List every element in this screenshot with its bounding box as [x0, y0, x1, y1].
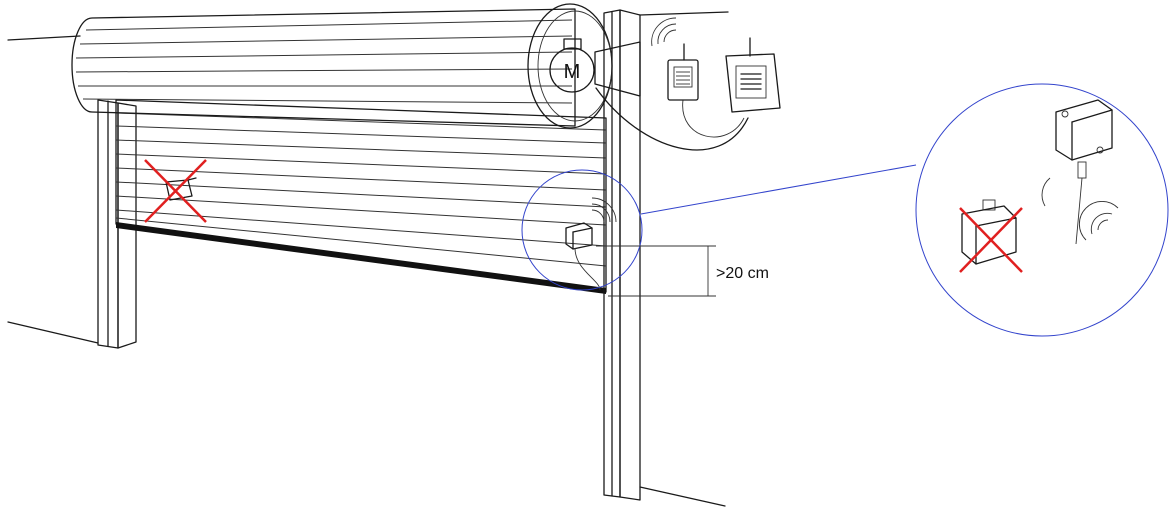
transmitter-cable	[682, 99, 745, 138]
wall-outline	[7, 11, 729, 507]
magnifier-connector	[640, 164, 917, 215]
left-door-frame	[97, 99, 137, 349]
motor-top-tab	[563, 38, 582, 50]
sensor-correct-position	[565, 222, 601, 291]
detail-red-x-icon	[959, 207, 1023, 273]
magnifier-circle-small	[521, 169, 643, 291]
small-radio-module	[667, 43, 699, 101]
motor-unit: M	[549, 38, 641, 97]
detail-sensor-wrong	[961, 199, 1017, 265]
magnified-detail	[915, 83, 1169, 337]
detail-sensor-correct	[1055, 99, 1113, 245]
radio-receiver-box	[725, 37, 781, 113]
distance-dimension	[596, 245, 716, 297]
motor-cable	[595, 87, 749, 151]
roller-shutter-curtain	[115, 99, 607, 293]
sensor-signal-waves-icon	[591, 197, 617, 223]
shutter-bottom-bar	[116, 222, 606, 294]
sensor-wrong-position	[165, 177, 197, 201]
detail-signal-waves-icon	[1041, 177, 1119, 241]
signal-waves-icon	[651, 17, 677, 47]
motor-label: M	[564, 61, 581, 83]
right-door-post	[603, 9, 641, 501]
red-x-icon	[144, 159, 207, 223]
distance-label: >20 cm	[716, 265, 769, 282]
motor-icon	[549, 47, 595, 93]
roller-drum	[71, 3, 613, 129]
